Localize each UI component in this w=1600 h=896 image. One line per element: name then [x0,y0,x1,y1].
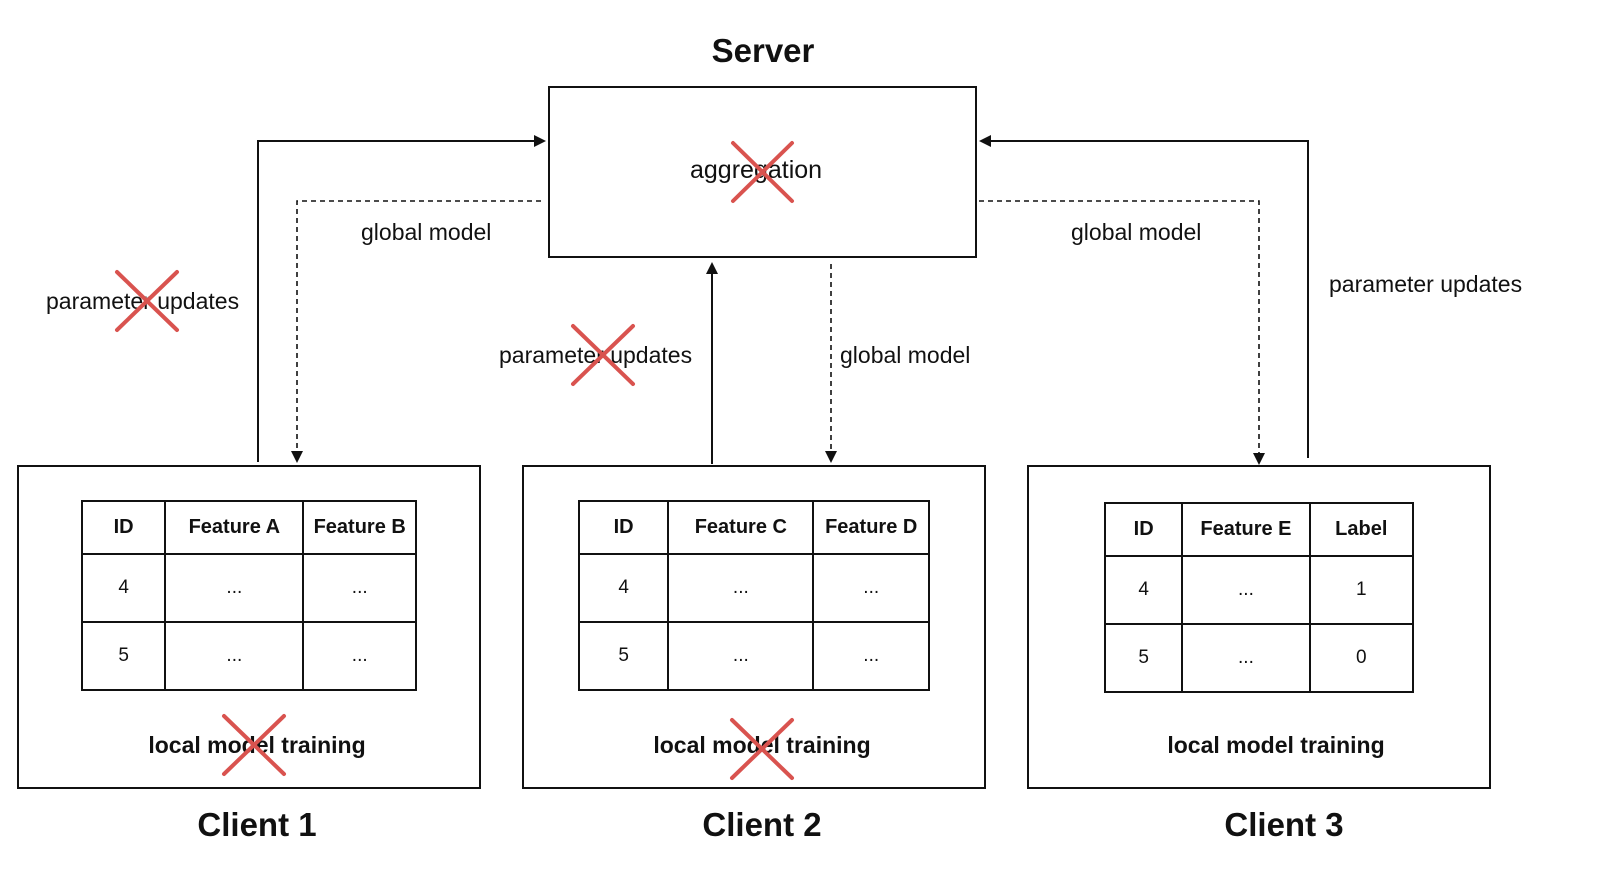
table-cell: 5 [577,621,670,691]
table-header-cell: Feature D [812,500,930,555]
left-parameter-updates-arrow [257,135,546,462]
table-row: 5 ... 0 [1103,623,1415,693]
table-header-cell: Feature B [302,500,417,555]
client-2-caption: local model training [653,732,871,758]
table-cell: ... [302,621,417,691]
client-1-caption: local model training [148,732,366,758]
table-cell: 4 [577,553,670,623]
client-2-table: ID Feature C Feature D 4 ... ... 5 ... .… [577,500,930,691]
client-3-title: Client 3 [1224,806,1344,843]
table-cell: 5 [80,621,167,691]
table-row: 5 ... ... [577,621,930,691]
table-cell: ... [812,553,930,623]
table-cell: ... [667,621,815,691]
table-row: 4 ... ... [577,553,930,623]
table-cell: ... [164,621,305,691]
table-header-cell: ID [577,500,670,555]
table-cell: ... [1181,555,1311,625]
table-row: 4 ... 1 [1103,555,1415,625]
table-header-cell: Feature A [164,500,305,555]
table-cell: 5 [1103,623,1184,693]
table-header-row: ID Feature C Feature D [577,500,930,555]
client-1-title: Client 1 [197,806,317,843]
right-global-model-label: global model [1071,219,1202,245]
left-parameter-updates-label: parameter updates [46,288,240,314]
table-header-cell: ID [1103,502,1184,557]
table-cell: 4 [80,553,167,623]
table-row: 5 ... ... [80,621,417,691]
table-cell: ... [812,621,930,691]
client-3-caption: local model training [1167,732,1385,758]
right-parameter-updates-arrow [979,135,1309,458]
client-1-table: ID Feature A Feature B 4 ... ... 5 ... .… [80,500,417,691]
client-2-title: Client 2 [702,806,822,843]
client-3-table: ID Feature E Label 4 ... 1 5 ... 0 [1103,502,1415,693]
table-cell: ... [667,553,815,623]
table-cell: ... [302,553,417,623]
table-cell: 1 [1308,555,1415,625]
right-parameter-updates-label: parameter updates [1329,271,1523,297]
table-header-row: ID Feature A Feature B [80,500,417,555]
server-title: Server [711,32,815,69]
server-aggregation-label: aggregation [690,156,823,184]
table-header-row: ID Feature E Label [1103,502,1415,557]
table-header-cell: Feature C [667,500,815,555]
table-cell: 4 [1103,555,1184,625]
table-cell: 0 [1308,623,1415,693]
table-row: 4 ... ... [80,553,417,623]
table-header-cell: Label [1308,502,1415,557]
table-cell: ... [164,553,305,623]
left-global-model-label: global model [361,219,492,245]
mid-parameter-updates-label: parameter updates [499,342,693,368]
mid-global-model-label: global model [840,342,971,368]
table-cell: ... [1181,623,1311,693]
table-header-cell: Feature E [1181,502,1311,557]
table-header-cell: ID [80,500,167,555]
